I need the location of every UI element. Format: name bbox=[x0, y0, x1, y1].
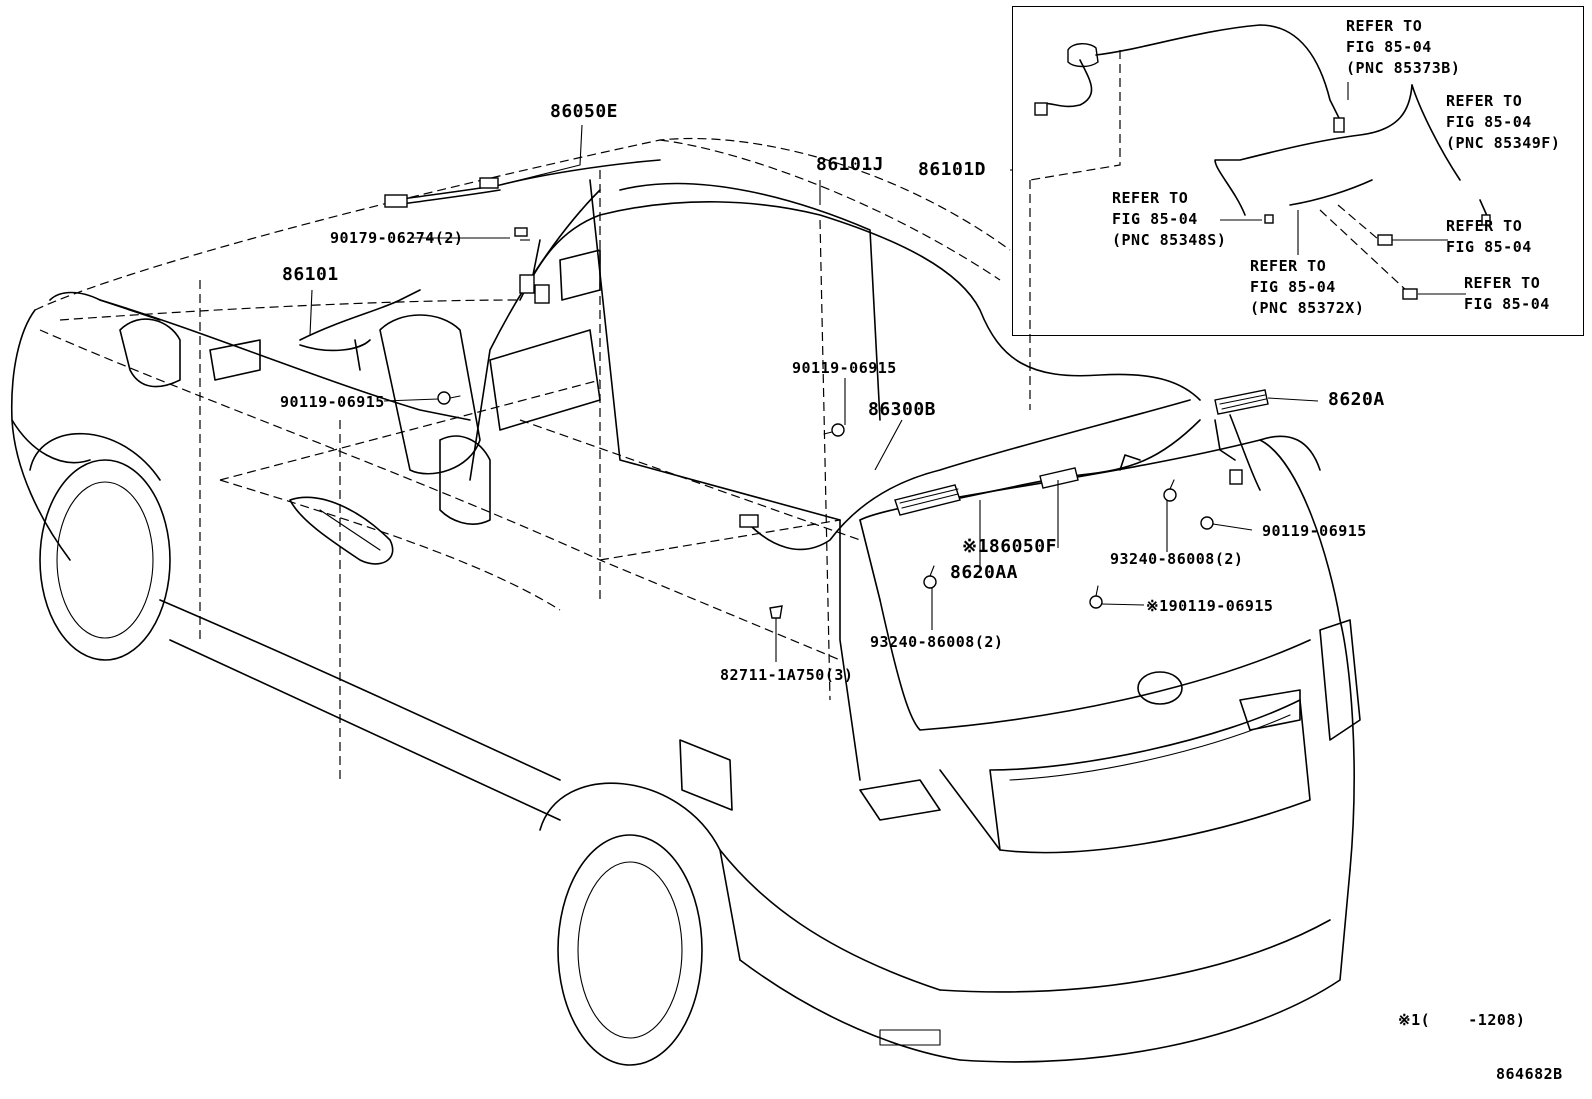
part-label-90119-06915-marked: ※190119-06915 bbox=[1146, 597, 1274, 615]
connector-86101J bbox=[519, 274, 535, 294]
inset-detail-box bbox=[1012, 6, 1584, 336]
part-label-90179-06274: 90179-06274(2) bbox=[330, 229, 464, 247]
figure-code: 864682B bbox=[1496, 1065, 1563, 1083]
roof-connector-mid bbox=[479, 177, 499, 189]
clip-icon bbox=[769, 605, 783, 619]
inset-ref-85348S: REFER TO FIG 85-04 (PNC 85348S) bbox=[1112, 188, 1226, 251]
ref-line: (PNC 85349F) bbox=[1446, 134, 1561, 152]
inset-connector-85373B bbox=[1333, 117, 1345, 133]
inset-ref-a: REFER TO FIG 85-04 bbox=[1446, 216, 1532, 258]
bolt-icon bbox=[923, 565, 937, 589]
part-label-8620AA: 8620AA bbox=[950, 562, 1019, 583]
vehicle-body-outline bbox=[10, 137, 1361, 1066]
ref-line: FIG 85-04 bbox=[1446, 238, 1532, 256]
inset-ref-85372X: REFER TO FIG 85-04 (PNC 85372X) bbox=[1250, 256, 1364, 319]
inset-connector-main bbox=[1067, 43, 1099, 68]
ref-line: REFER TO bbox=[1446, 92, 1523, 110]
fasteners bbox=[437, 227, 1214, 619]
connector-8620A bbox=[1229, 469, 1243, 485]
ref-line: FIG 85-04 bbox=[1446, 113, 1532, 131]
ref-line: REFER TO bbox=[1250, 257, 1327, 275]
leader-lines bbox=[309, 50, 1319, 662]
part-label-86101: 86101 bbox=[282, 264, 339, 285]
bolt-icon bbox=[1089, 585, 1103, 609]
part-label-86101J: 86101J bbox=[816, 154, 885, 175]
amplifier-8620A bbox=[1214, 389, 1269, 415]
inset-connector-b bbox=[1402, 288, 1418, 300]
part-label-93240-86008-left: 93240-86008(2) bbox=[870, 633, 1004, 651]
part-label-8620A: 8620A bbox=[1328, 389, 1385, 410]
bolt-icon bbox=[1200, 516, 1214, 530]
part-label-86300B: 86300B bbox=[868, 399, 937, 420]
inset-connector-pigtail bbox=[1034, 102, 1048, 116]
connector-86300B bbox=[739, 514, 759, 528]
part-label-90119-06915-center: 90119-06915 bbox=[792, 359, 897, 377]
connector-86050F bbox=[1039, 467, 1079, 489]
amplifier-8620AA bbox=[894, 484, 961, 516]
ref-line: (PNC 85372X) bbox=[1250, 299, 1365, 317]
clip-icon bbox=[514, 227, 528, 237]
part-label-93240-86008-right: 93240-86008(2) bbox=[1110, 550, 1244, 568]
inset-connector-85349F bbox=[1481, 214, 1491, 226]
wire-harnesses bbox=[299, 159, 1269, 551]
ref-line: (PNC 85348S) bbox=[1112, 231, 1227, 249]
ref-line: FIG 85-04 bbox=[1464, 295, 1550, 313]
inset-harness-drawing bbox=[1034, 24, 1491, 300]
part-label-90119-06915-left: 90119-06915 bbox=[280, 393, 385, 411]
part-label-90119-06915-right: 90119-06915 bbox=[1262, 522, 1367, 540]
inset-ref-85373B: REFER TO FIG 85-04 (PNC 85373B) bbox=[1346, 16, 1460, 79]
footnote: ※1( -1208) bbox=[1398, 1011, 1526, 1029]
ref-line: FIG 85-04 bbox=[1112, 210, 1198, 228]
ref-line: REFER TO bbox=[1346, 17, 1423, 35]
ref-line: REFER TO bbox=[1464, 274, 1541, 292]
bolt-icon bbox=[1163, 479, 1177, 502]
ref-line: FIG 85-04 bbox=[1346, 38, 1432, 56]
inset-ref-85349F: REFER TO FIG 85-04 (PNC 85349F) bbox=[1446, 91, 1560, 154]
inset-ref-b: REFER TO FIG 85-04 bbox=[1464, 273, 1550, 315]
ref-line: (PNC 85373B) bbox=[1346, 59, 1461, 77]
bolt-icon bbox=[823, 423, 845, 437]
part-label-86101D: 86101D bbox=[918, 159, 987, 180]
part-label-86050E: 86050E bbox=[550, 101, 619, 122]
roof-connector-front bbox=[384, 194, 408, 208]
ref-line: FIG 85-04 bbox=[1250, 278, 1336, 296]
ref-line: REFER TO bbox=[1112, 189, 1189, 207]
ref-line: REFER TO bbox=[1446, 217, 1523, 235]
part-label-82711-1A750: 82711-1A750(3) bbox=[720, 666, 854, 684]
inset-connector-85348S bbox=[1264, 214, 1274, 224]
connector-86101J-b bbox=[534, 284, 550, 304]
part-label-86050F: ※186050F bbox=[962, 536, 1057, 557]
bolt-icon bbox=[437, 391, 461, 405]
